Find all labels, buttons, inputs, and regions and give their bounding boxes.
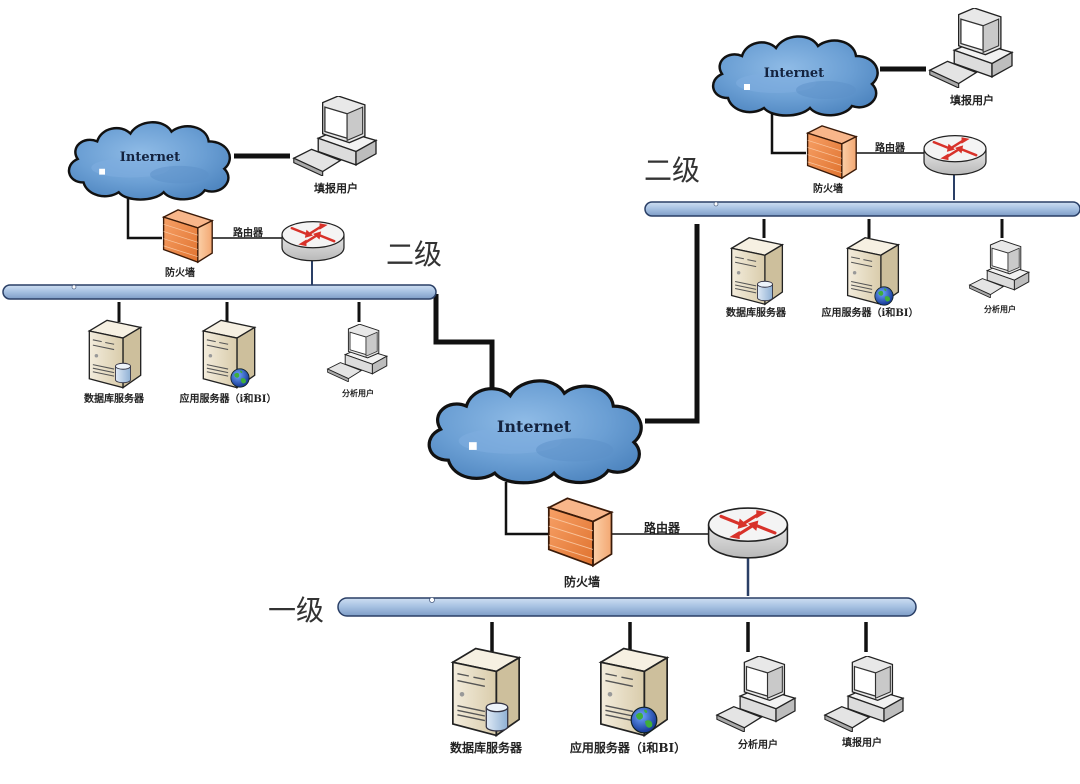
tier-label: 二级: [386, 238, 442, 271]
globe-icon: [874, 286, 894, 306]
connection-lines: [117, 66, 1004, 652]
link-left-cloud-firewall: [126, 198, 162, 240]
router-icon: [280, 220, 346, 262]
cloud-label: Internet: [120, 150, 180, 165]
globe-icon: [230, 368, 250, 388]
database-icon: [757, 280, 773, 302]
router-icon: [707, 506, 789, 560]
router-label: 路由器: [644, 520, 681, 535]
node-label: 分析用户: [342, 388, 374, 398]
node-label: 数据库服务器: [450, 740, 523, 755]
database-server-icon: [730, 237, 784, 305]
workstation-icon: [327, 324, 388, 382]
router-label: 路由器: [233, 226, 264, 239]
node-label: 填报用户: [842, 736, 882, 749]
node-label: 应用服务器（i和BI）: [570, 740, 686, 755]
database-icon: [485, 702, 509, 732]
bus-left-tier2: [2, 284, 437, 300]
bus-tier1: [337, 597, 917, 617]
firewall-icon: [547, 497, 613, 567]
firewall-label: 防火墙: [813, 182, 843, 195]
node-label: 数据库服务器: [726, 306, 787, 319]
firewall-icon: [806, 125, 857, 179]
link-center-cloud-firewall: [504, 482, 548, 536]
router-icon: [922, 134, 988, 176]
workstation-icon: [824, 656, 904, 732]
tier-label: 二级: [644, 154, 700, 187]
node-label: 分析用户: [738, 738, 778, 751]
node-label: 应用服务器（i和BI）: [822, 306, 919, 319]
cloud-label: Internet: [497, 417, 572, 436]
link-right-cloud-firewall: [770, 112, 806, 155]
workstation-icon: [969, 240, 1030, 298]
firewall-label: 防火墙: [564, 574, 600, 589]
bus-right-tier2: [644, 201, 1080, 217]
node-label: 分析用户: [984, 304, 1016, 314]
node-label: 应用服务器（i和BI）: [180, 392, 277, 405]
link-right-bus-center-cloud: [645, 224, 700, 424]
remote-user-label: 填报用户: [950, 93, 994, 107]
workstation-icon: [293, 96, 377, 176]
link-left-bus-center-cloud: [433, 294, 495, 392]
cloud-label: Internet: [764, 66, 824, 81]
workstation-icon: [929, 8, 1013, 88]
firewall-label: 防火墙: [165, 266, 195, 279]
globe-icon: [630, 706, 658, 734]
node-label: 数据库服务器: [84, 392, 145, 405]
database-icon: [115, 362, 131, 384]
remote-user-label: 填报用户: [314, 181, 358, 195]
workstation-icon: [716, 656, 796, 732]
router-label: 路由器: [875, 141, 906, 154]
database-server-icon: [88, 319, 142, 389]
tier-label: 一级: [268, 594, 324, 627]
firewall-icon: [162, 209, 213, 263]
